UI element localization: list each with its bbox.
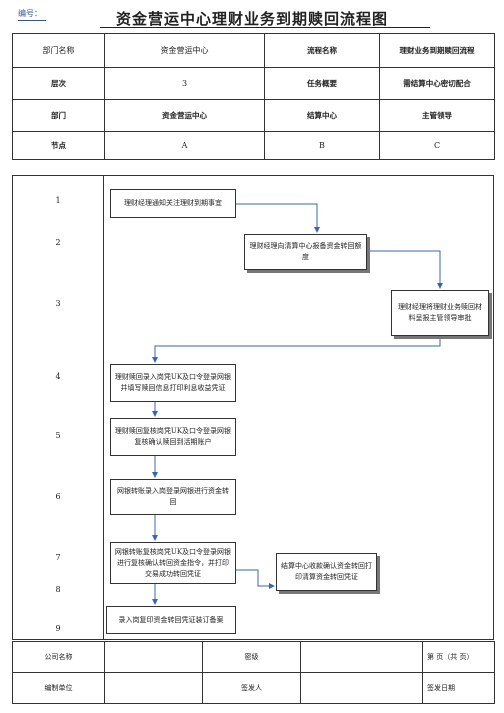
- footer-row-2: 编制单位 签发人 签发日期: [12, 672, 495, 704]
- step-number: 5: [55, 431, 61, 440]
- arrow-1-to-2: [236, 203, 320, 233]
- step-6-box: 网银转账录入岗登录网银进行资金转回: [110, 479, 236, 515]
- step-number: 8: [55, 585, 61, 594]
- info-table: 部门名称 资金营运中心 流程名称 理财业务到期赎回流程 层次 3 任务概要 需结…: [12, 33, 495, 160]
- company-name-value: [104, 641, 203, 673]
- flowchart-frame: [12, 175, 494, 640]
- company-name-label: 公司名称: [12, 641, 105, 673]
- step-number: 6: [55, 492, 61, 501]
- flowchart-step-number-column: [12, 175, 104, 640]
- footer-table: 公司名称 密级 第 页（共 页） 编制单位 签发人 签发日期: [12, 641, 495, 704]
- step-number: 2: [55, 238, 61, 247]
- info-cell: 主管领导: [379, 99, 495, 132]
- secret-level-value: [300, 641, 423, 673]
- issuer-label: 签发人: [202, 672, 301, 704]
- step-number: 3: [55, 299, 61, 308]
- compiler-label: 编制单位: [12, 672, 105, 704]
- arrow-3-to-4: [152, 336, 441, 363]
- step-5-box: 理财赎回复核岗凭UK及口令登录网银复核确认赎回到活期账户: [110, 418, 236, 456]
- footer-row-1: 公司名称 密级 第 页（共 页）: [12, 641, 495, 673]
- step-9-box: 录入岗复印资金转回凭证装订备案: [106, 606, 236, 634]
- info-cell: C: [379, 131, 495, 160]
- step-number: 1: [55, 196, 61, 205]
- page-title: 资金营运中心理财业务到期赎回流程图: [115, 10, 388, 28]
- title-underline: [100, 27, 430, 28]
- issue-date-label: 签发日期: [422, 672, 495, 704]
- info-cell: B: [264, 131, 380, 160]
- info-cell: 资金营运中心: [104, 99, 265, 132]
- page-count-label: 第 页（共 页）: [422, 641, 495, 673]
- issuer-value: [300, 672, 423, 704]
- secret-level-label: 密级: [202, 641, 301, 673]
- info-cell: 结算中心: [264, 99, 380, 132]
- info-cell: 资金营运中心: [104, 33, 265, 68]
- info-cell: 节点: [12, 131, 105, 160]
- step-4-box: 理财赎回录入岗凭UK及口令登录网银并填写赎回信息打印利息收益凭证: [110, 364, 236, 402]
- info-cell: 任务概要: [264, 67, 380, 100]
- step-7-box: 网银转账复核岗凭UK及口令登录网银进行复核确认转回资金指令，并打印交易成功转回凭…: [110, 542, 236, 584]
- arrow-2-to-3: [367, 250, 443, 289]
- step-3-box: 理财经理将理财业务赎回材料呈报主管领导审批: [391, 290, 489, 336]
- step-number: 7: [55, 553, 61, 562]
- step-2-box: 理财经理向清算中心报备资金转回额度: [244, 234, 367, 270]
- document-number-label: 编号：: [18, 9, 42, 18]
- info-cell: 需结算中心密切配合: [379, 67, 495, 100]
- step-number: 4: [55, 372, 61, 381]
- document-number-underline: [18, 20, 46, 21]
- info-cell: 部门名称: [12, 33, 105, 68]
- step-number: 9: [55, 624, 61, 633]
- step-1-box: 理财经理通知关注理财到期事宜: [110, 189, 236, 218]
- info-cell: A: [104, 131, 265, 160]
- info-row-node: 节点 A B C: [12, 131, 495, 160]
- info-row-level: 层次 3 任务概要 需结算中心密切配合: [12, 67, 495, 100]
- info-cell: 3: [104, 67, 265, 100]
- step-8-box: 结算中心收款确认资金转回打印清算资金转回凭证: [276, 553, 377, 591]
- compiler-value: [104, 672, 203, 704]
- arrow-7-to-8: [236, 569, 275, 589]
